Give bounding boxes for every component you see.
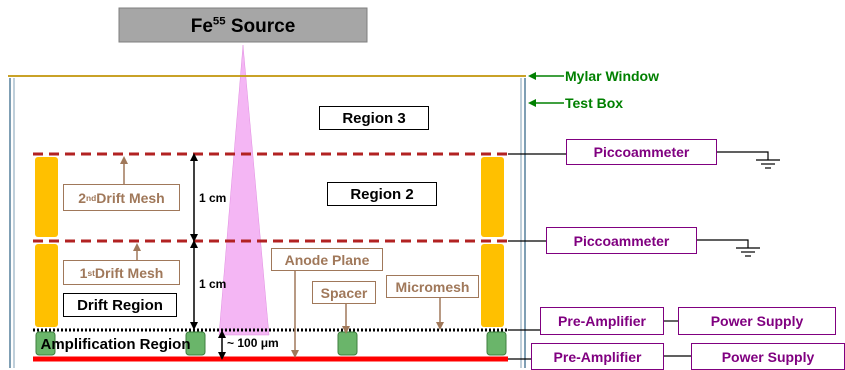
amplification-region-label: Amplification Region <box>40 335 191 353</box>
anode-plane-label: Anode Plane <box>271 248 383 271</box>
source-box <box>118 7 368 43</box>
power-supply-mesh: Power Supply <box>678 307 836 335</box>
source-label-tail: Source <box>225 16 296 37</box>
mesh-support-pillars <box>35 157 504 327</box>
drift-mesh-2-num: 2 <box>78 189 87 206</box>
drift-mesh-2-text: Drift Mesh <box>96 189 165 206</box>
gap-amp-label: ~ 100 μm <box>227 336 279 350</box>
preamp-anode: Pre-Amplifier <box>531 343 664 370</box>
test-box-walls <box>9 78 526 368</box>
wires <box>508 151 780 360</box>
test-box-label: Test Box <box>565 95 624 111</box>
gap-top-label: 1 cm <box>199 191 227 205</box>
spacer-label: Spacer <box>312 281 376 304</box>
piccoammeter-top: Piccoammeter <box>566 139 717 165</box>
power-supply-anode: Power Supply <box>691 343 845 370</box>
mylar-window-label: Mylar Window <box>565 68 659 84</box>
preamp-mesh: Pre-Amplifier <box>540 307 664 335</box>
source-label-superscript: 55 <box>212 15 226 28</box>
drift-region-label: Drift Region <box>63 293 177 317</box>
gap-mid-label: 1 cm <box>199 277 227 291</box>
drift-mesh-1-num: 1 <box>79 264 88 281</box>
drift-mesh-1-text: Drift Mesh <box>94 264 164 281</box>
piccoammeter-mid: Piccoammeter <box>546 227 697 254</box>
source-label-main: Fe <box>190 16 213 37</box>
region-3-label: Region 3 <box>319 106 429 130</box>
micromesh-label: Micromesh <box>386 275 479 298</box>
spacers <box>35 331 507 356</box>
region-2-label: Region 2 <box>327 182 437 206</box>
xray-beam <box>218 44 270 336</box>
source-label: Fe55 Source <box>119 15 367 37</box>
